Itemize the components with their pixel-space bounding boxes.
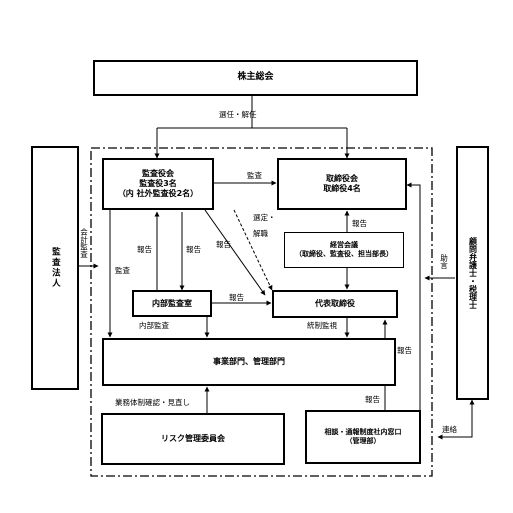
whistleblower-desk-note: （管理部）: [345, 437, 381, 445]
arrow-desk-report-board: [406, 182, 421, 410]
appoint-dismiss-label: 選任・解任: [219, 110, 257, 119]
audit-left-label: 監査: [115, 266, 130, 275]
management-meeting-note: （取締役、監査役、担当部長）: [295, 250, 393, 258]
audit-corporation-label: 監査法人: [50, 247, 61, 289]
accounting-audit-label: 会計監査: [79, 228, 89, 258]
internal-audit-office-box: 内部監査室: [132, 290, 212, 317]
whistleblower-desk-box: 相談・通報制度社内窓口 （管理部）: [305, 410, 421, 464]
report-desk-label: 報告: [365, 395, 380, 404]
advice-label: 助言: [439, 254, 449, 269]
shareholders-meeting-box: 株主総会: [93, 60, 418, 96]
board-of-auditors-note: （内 社外監査役2名）: [117, 189, 199, 198]
audit-board-label: 監査: [247, 171, 262, 180]
risk-committee-label: リスク管理委員会: [161, 434, 225, 443]
shareholders-meeting-label: 株主総会: [237, 72, 274, 83]
report-desk-right-label: 報告: [397, 346, 412, 355]
company-boundary-frame: [90, 147, 433, 477]
business-divisions-label: 事業部門、管理部門: [213, 357, 285, 366]
management-meeting-title: 経営会議: [330, 241, 358, 250]
arrow-liaison: [437, 399, 475, 440]
supervision-label: 統制監視: [307, 321, 337, 330]
board-of-directors-box: 取締役会 取締役4名: [277, 158, 407, 210]
arrow-report-center: [204, 209, 266, 296]
representative-director-box: 代表取締役: [272, 290, 398, 318]
report-auditors-left-label: 報告: [137, 245, 152, 254]
management-meeting-box: 経営会議 （取締役、監査役、担当部長）: [284, 232, 404, 268]
board-of-directors-count: 取締役4名: [323, 184, 361, 193]
report-auditors-right-label: 報告: [186, 245, 201, 254]
audit-corporation-box: 監査法人: [31, 146, 79, 390]
representative-director-label: 代表取締役: [315, 299, 355, 308]
advisors-label: 顧問弁護士・税理士: [468, 237, 478, 309]
board-of-auditors-count: 監査役3名: [139, 179, 177, 188]
risk-committee-box: リスク管理委員会: [101, 413, 285, 465]
internal-audit-office-label: 内部監査室: [152, 298, 192, 308]
appoint-rep-label-1: 選定・: [253, 213, 276, 222]
board-of-auditors-title: 監査役会: [142, 169, 174, 178]
board-of-directors-title: 取締役会: [326, 174, 358, 183]
board-of-auditors-box: 監査役会 監査役3名 （内 社外監査役2名）: [102, 158, 214, 210]
internal-audit-label: 内部監査: [139, 321, 169, 330]
appoint-rep-label-2: 解職: [253, 229, 268, 238]
liaison-label: 連絡: [442, 425, 457, 434]
system-review-label: 業務体制確認・見直し: [115, 398, 190, 407]
report-internal-label: 報告: [229, 293, 244, 302]
business-divisions-box: 事業部門、管理部門: [102, 338, 396, 386]
mgmt-report-label: 報告: [352, 219, 367, 228]
report-center-label: 報告: [216, 240, 231, 249]
advisors-box: 顧問弁護士・税理士: [456, 146, 489, 400]
whistleblower-desk-title: 相談・通報制度社内窓口: [324, 428, 402, 437]
